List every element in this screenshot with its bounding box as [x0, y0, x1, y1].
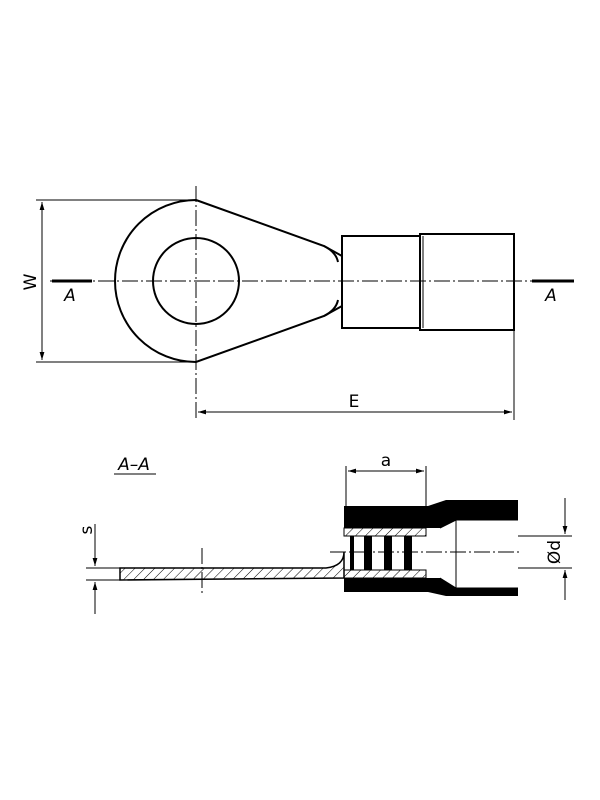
dim-w-label: W [21, 273, 41, 290]
section-title: A–A [117, 455, 150, 475]
neck-fillet [323, 245, 339, 317]
dim-a-label: a [381, 451, 391, 471]
section-mark-left: A [63, 286, 76, 306]
barrel-wall-top [343, 527, 427, 537]
barrel-sleeve-front [341, 235, 421, 329]
barrel-sleeve-rear [419, 233, 515, 331]
tongue-section [119, 551, 345, 581]
insulation-sleeve-top [344, 500, 518, 528]
section-mark-right: A [544, 286, 557, 306]
dim-d-label: Ød [545, 540, 565, 564]
barrel-wall-bottom [343, 569, 427, 579]
insulation-sleeve-bottom [344, 578, 518, 596]
dim-s-label: s [77, 525, 97, 534]
dim-e-label: E [349, 392, 360, 412]
top-view: W E A A [21, 186, 574, 420]
section-view: A–A a s [77, 451, 572, 614]
